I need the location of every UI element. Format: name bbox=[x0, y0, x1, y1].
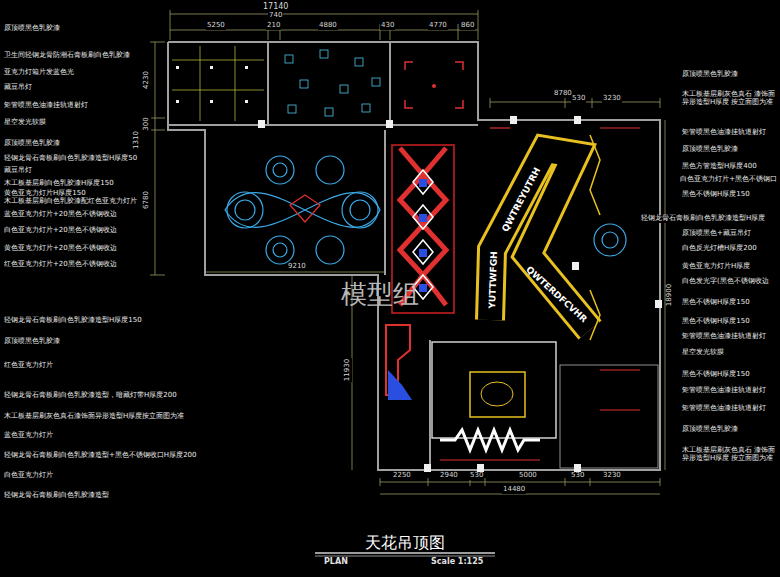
annotation: 星空发光软膜 bbox=[3, 119, 47, 127]
annotation: 亚克力灯箱片发蓝色光 bbox=[3, 69, 75, 77]
annotation: 5250 bbox=[206, 22, 226, 30]
annotation: 1310 bbox=[133, 130, 141, 150]
annotation: 木工板基层刷白色乳胶漆H厚度150 bbox=[3, 180, 115, 188]
annotation: 530 bbox=[571, 95, 586, 103]
annotation: 2940 bbox=[439, 472, 459, 480]
annotation: 210 bbox=[266, 22, 281, 30]
annotation: 黑色方管造型H厚度400 bbox=[681, 163, 758, 171]
annotation: 530 bbox=[570, 472, 585, 480]
annotation: 黄色亚克力灯片H厚度 bbox=[681, 263, 751, 271]
annotation: 原顶喷黑色乳胶漆 bbox=[3, 140, 61, 148]
annotation: 原顶喷黑色乳胶漆 bbox=[681, 146, 739, 154]
annotation: 矩管喷黑色油漆挂轨道射灯 bbox=[681, 333, 767, 341]
annotation: 6780 bbox=[143, 190, 151, 210]
annotation: 8780 bbox=[553, 90, 573, 98]
annotation: 卫生间轻钢龙骨防潮石膏板刷白色乳胶漆 bbox=[3, 52, 131, 60]
annotation: 17140 bbox=[262, 3, 289, 12]
annotation: 4770 bbox=[428, 22, 448, 30]
annotation: 红色亚克力灯片+20黑色不锈钢收边 bbox=[3, 261, 118, 269]
annotation: 轻钢龙骨石膏板刷白色乳胶漆造型 bbox=[3, 492, 110, 500]
annotation: 白色亚克力灯片+20黑色不锈钢收边 bbox=[3, 227, 118, 235]
annotation: 18900 bbox=[666, 283, 674, 307]
annotation: 白色亚克力灯片 bbox=[3, 472, 54, 480]
annotation: 2250 bbox=[392, 472, 412, 480]
annotation: 黄色亚克力灯片H厚度150 bbox=[3, 190, 87, 198]
annotation: 5000 bbox=[518, 472, 538, 480]
annotation: 300 bbox=[143, 116, 151, 131]
annotation: 木工板基层刷灰色真石 漆饰面异形造型H厚度 按立面图为准 bbox=[681, 91, 779, 106]
annotation: 黄色亚克力灯片+20黑色不锈钢收边 bbox=[3, 245, 118, 253]
annotation: 藏豆吊灯 bbox=[3, 84, 33, 92]
annotation: 430 bbox=[380, 22, 395, 30]
annotation: 矩管喷黑色油漆挂轨道射灯 bbox=[681, 405, 767, 413]
annotation: 白色亚克力灯片+黑色不锈钢口 bbox=[679, 176, 778, 184]
annotation: 蓝色亚克力灯片 bbox=[3, 432, 54, 440]
annotation: 4230 bbox=[143, 70, 151, 90]
annotation: 黑色不锈钢H厚度150 bbox=[681, 299, 751, 307]
annotation: 模型组 bbox=[341, 280, 419, 309]
annotation: 黑色不锈钢H厚度150 bbox=[681, 318, 751, 326]
annotation: 木工板基层刷白色乳胶漆配红色亚克力灯片 bbox=[3, 198, 138, 206]
annotation: PLAN bbox=[323, 558, 349, 567]
annotation: 矩管喷黑色油漆挂轨道射灯 bbox=[3, 102, 89, 110]
annotation: 原顶喷黑色乳胶漆 bbox=[681, 426, 739, 434]
annotation: 轻钢龙骨石膏板刷白色乳胶漆造型H厚度150 bbox=[3, 317, 143, 325]
annotation: 红色亚克力灯片 bbox=[3, 362, 54, 370]
annotation: 原顶喷黑色+藏豆吊灯 bbox=[681, 230, 752, 238]
annotation: 木工板基层刷灰色真石 漆饰面异形造型H厚度 按立面图为准 bbox=[681, 447, 779, 462]
annotation: 4880 bbox=[318, 22, 338, 30]
annotation: 轻钢龙骨石膏板刷白色乳胶漆造型H厚度 bbox=[640, 215, 766, 223]
annotation: 轻钢龙骨石膏板刷白色乳胶漆造型+黑色不锈钢收口H厚度200 bbox=[3, 452, 198, 460]
annotation: 11930 bbox=[344, 358, 352, 382]
annotation: 藏豆吊灯 bbox=[3, 167, 33, 175]
annotation: 蓝色亚克力灯片+20黑色不锈钢收边 bbox=[3, 211, 118, 219]
annotation: 轻钢龙骨石膏板刷白色乳胶漆造型H厚度50 bbox=[3, 155, 138, 163]
annotation: 3230 bbox=[602, 95, 622, 103]
annotation: 白色反光灯槽H厚度200 bbox=[681, 245, 758, 253]
annotation: 原顶喷黑色乳胶漆 bbox=[3, 338, 61, 346]
annotation: 星空发光软膜 bbox=[681, 349, 725, 357]
annotation: 原顶喷黑色乳胶漆 bbox=[681, 71, 739, 79]
sign-text: YUTTWFGH bbox=[488, 251, 500, 309]
annotation: 黑色不锈钢H厚度150 bbox=[681, 371, 751, 379]
annotation: 轻钢龙骨石膏板刷白色乳胶漆造型，暗藏灯带H厚度200 bbox=[3, 392, 178, 400]
annotation: 3230 bbox=[602, 472, 622, 480]
annotation: 860 bbox=[460, 22, 475, 30]
annotation: 矩管喷黑色油漆挂轨道射灯 bbox=[681, 129, 767, 137]
annotation: 14480 bbox=[502, 486, 526, 494]
annotation: 木工板基层刷灰色真石漆饰面异形造型H厚度按立面图为准 bbox=[3, 413, 185, 421]
annotation: 矩管喷黑色油漆挂轨道射灯 bbox=[681, 387, 767, 395]
annotation: Scale 1:125 bbox=[430, 558, 484, 567]
annotation: 9210 bbox=[287, 263, 307, 271]
annotation: 黑色不锈钢H厚度150 bbox=[681, 191, 751, 199]
annotation: 白色发光字(黑色不锈钢收边 bbox=[681, 278, 770, 286]
annotation: 530 bbox=[469, 472, 484, 480]
drawing-title: 天花吊顶图 bbox=[365, 534, 445, 552]
annotation: 740 bbox=[268, 12, 283, 20]
annotation: 原顶喷黑色乳胶漆 bbox=[3, 25, 61, 33]
